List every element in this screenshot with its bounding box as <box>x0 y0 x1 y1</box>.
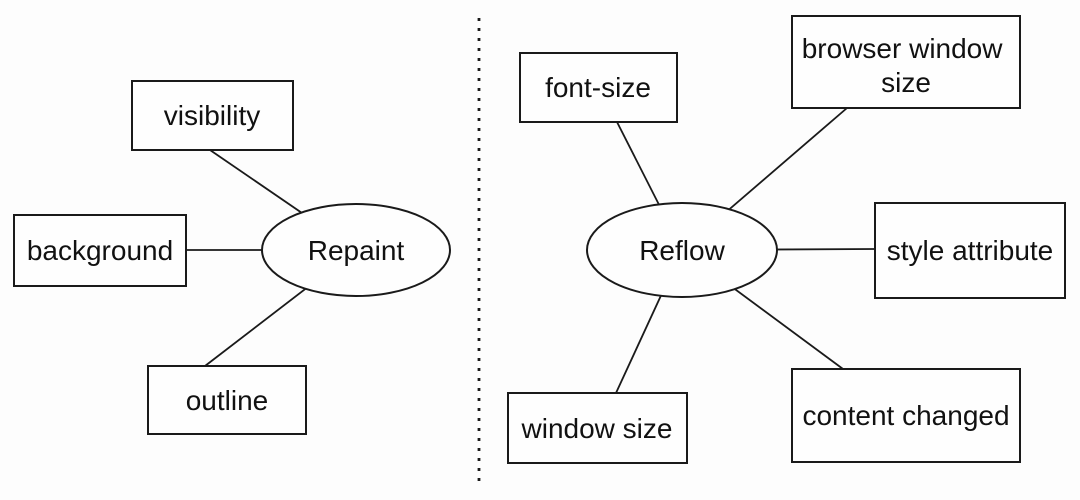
node-label-content-changed: content changed <box>802 400 1009 431</box>
node-label-style-attribute: style attribute <box>887 235 1054 266</box>
node-box-window-size <box>507 392 688 464</box>
reflow-center-label: Reflow <box>639 235 725 266</box>
reflow-ellipse <box>586 202 778 298</box>
node-label-visibility: visibility <box>164 100 260 131</box>
reflow-cluster: font-size browser window size style attr… <box>507 15 1066 464</box>
node-label-window-size: window size <box>521 413 673 444</box>
repaint-cluster: visibility background outline Repaint <box>13 80 451 435</box>
node-label-background: background <box>27 235 173 266</box>
browser-window-size-line1: browser window <box>802 33 1004 64</box>
node-box-browser-window-size <box>791 15 1021 109</box>
browser-window-size-line2: size <box>881 67 931 98</box>
repaint-center-label: Repaint <box>308 235 405 266</box>
node-box-background <box>13 214 187 287</box>
node-box-style-attribute <box>874 202 1066 299</box>
repaint-ellipse <box>261 203 451 297</box>
node-box-content-changed <box>791 368 1021 463</box>
node-box-visibility <box>131 80 294 151</box>
node-box-outline <box>147 365 307 435</box>
node-label-font-size: font-size <box>545 72 651 103</box>
node-box-font-size <box>519 52 678 123</box>
node-label-browser-window-size: browser window size <box>802 33 1011 98</box>
node-label-outline: outline <box>186 385 269 416</box>
